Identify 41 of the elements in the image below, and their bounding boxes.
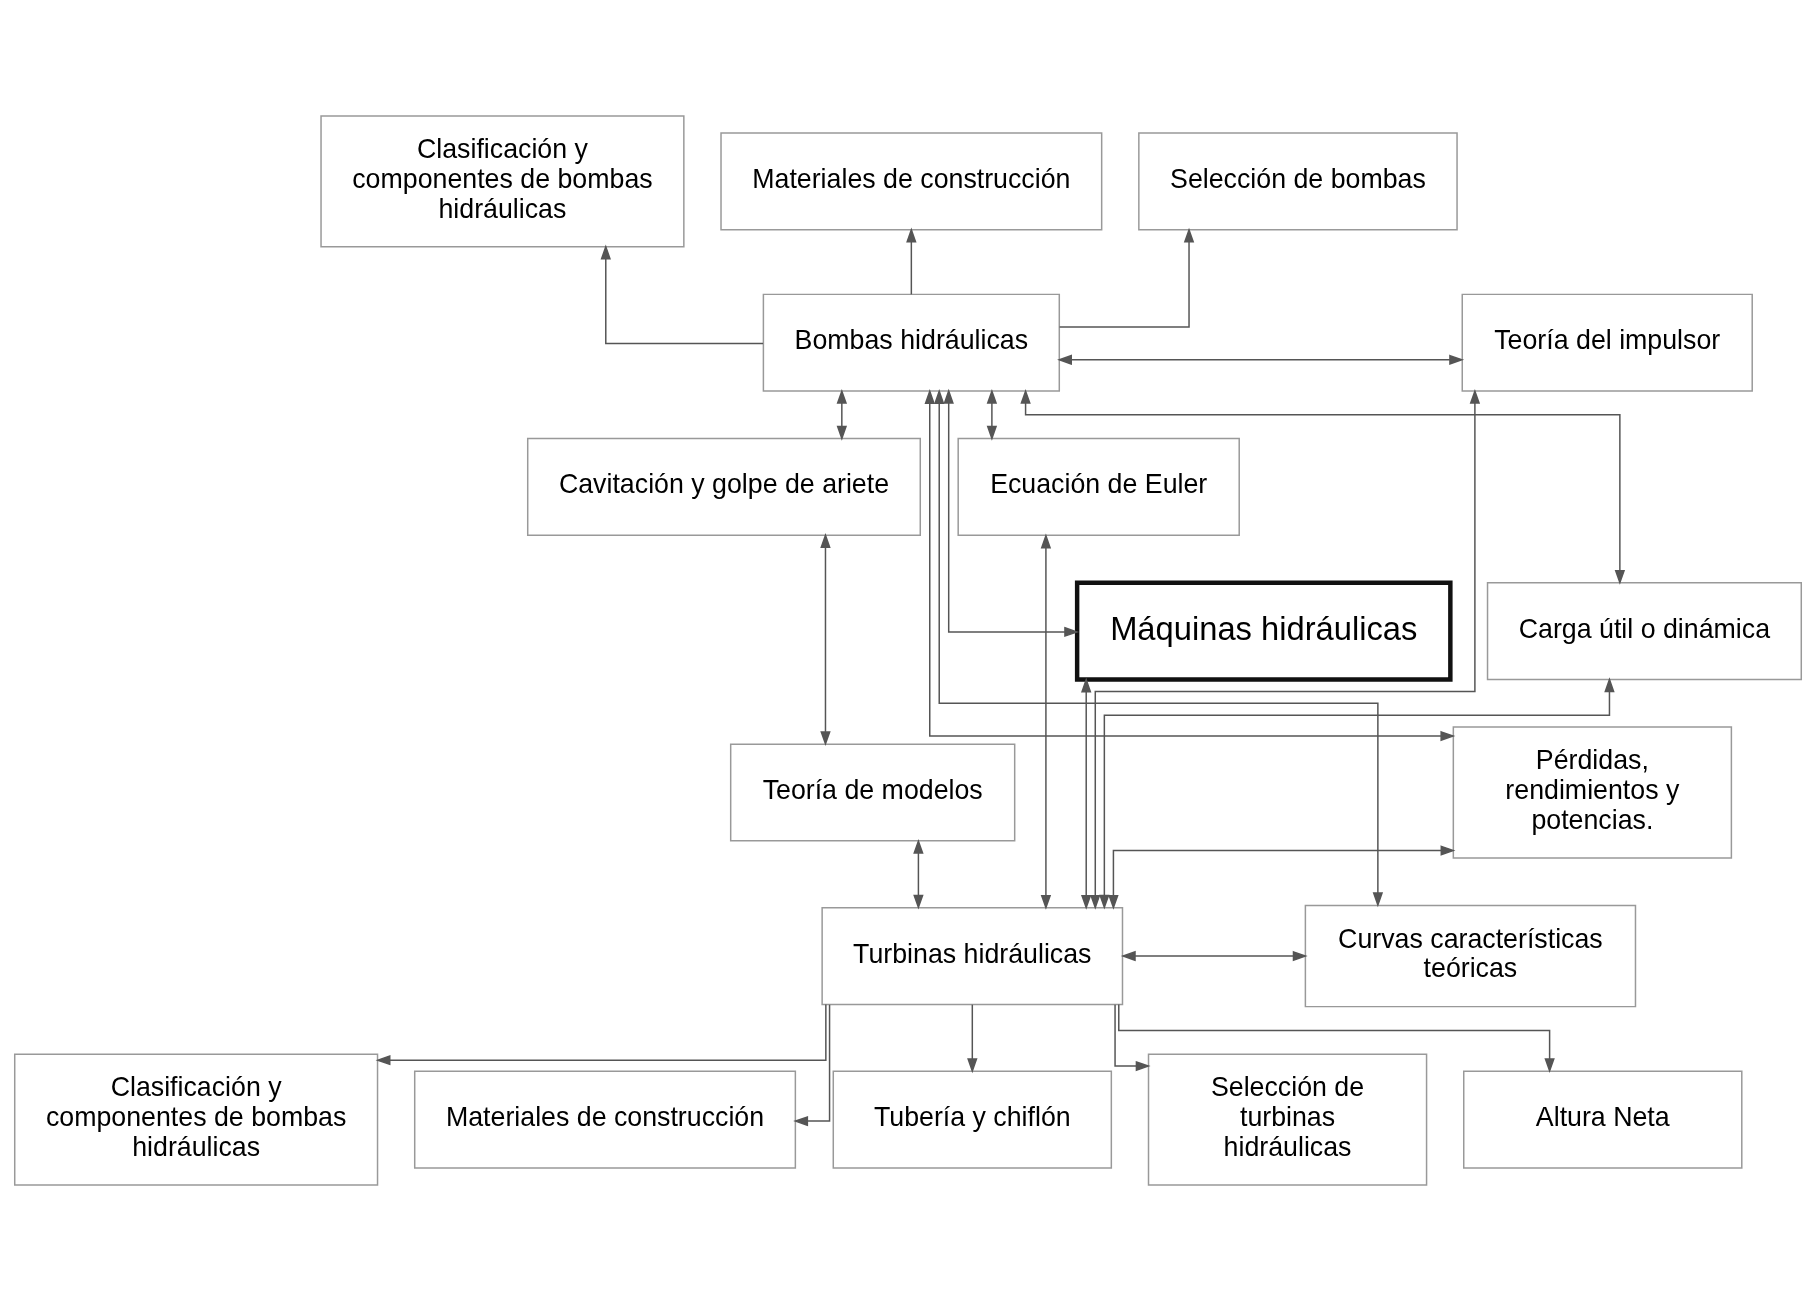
arrow bbox=[836, 388, 848, 441]
arrow bbox=[1081, 677, 1092, 910]
node-box: Carga útil o dinámica bbox=[1486, 582, 1802, 681]
node-box: Clasificación y componentes de bombas hidráulicas bbox=[14, 1053, 379, 1186]
arrow bbox=[1057, 354, 1465, 366]
arrow bbox=[967, 1003, 978, 1074]
arrow bbox=[924, 389, 1456, 742]
node-box: Máquinas hidráulicas bbox=[1074, 580, 1453, 682]
arrow bbox=[1020, 388, 1626, 585]
arrow bbox=[1120, 950, 1308, 962]
node-box: Teoría del impulsor bbox=[1461, 293, 1753, 392]
node-box: Ecuación de Euler bbox=[957, 437, 1240, 536]
node-box: Turbinas hidráulicas bbox=[821, 907, 1124, 1006]
node-box: Tubería y chiflón bbox=[832, 1070, 1113, 1169]
arrow bbox=[986, 388, 998, 441]
arrow bbox=[1108, 845, 1456, 910]
arrow bbox=[600, 244, 764, 345]
node-box: Bombas hidráulicas bbox=[762, 293, 1061, 392]
node-box: Cavitación y golpe de ariete bbox=[526, 437, 921, 536]
node-box: Altura Neta bbox=[1463, 1070, 1743, 1169]
arrow bbox=[943, 388, 1080, 638]
arrow bbox=[913, 838, 924, 910]
arrow bbox=[1118, 1003, 1555, 1074]
arrow bbox=[820, 533, 831, 747]
node-box: Materiales de construcción bbox=[413, 1070, 797, 1169]
arrow bbox=[1040, 533, 1052, 910]
node-box: Clasificación y componentes de bombas hidráulicas bbox=[320, 115, 685, 248]
node-box: Selección de bombas bbox=[1138, 132, 1458, 231]
node-box: Pérdidas, rendimientos y potencias. bbox=[1452, 726, 1733, 859]
arrow bbox=[934, 389, 1384, 908]
arrow bbox=[1090, 388, 1481, 910]
arrow bbox=[1058, 227, 1195, 328]
node-box: Materiales de construcción bbox=[720, 132, 1103, 231]
node-box: Curvas características teóricas bbox=[1304, 904, 1637, 1008]
arrow bbox=[1114, 1003, 1151, 1072]
arrow bbox=[375, 1003, 827, 1066]
node-box: Teoría de modelos bbox=[729, 743, 1016, 842]
node-box: Selección de turbinas hidráulicas bbox=[1147, 1053, 1428, 1186]
arrow bbox=[1099, 677, 1615, 910]
arrow bbox=[906, 227, 917, 296]
arrow bbox=[793, 1003, 831, 1127]
